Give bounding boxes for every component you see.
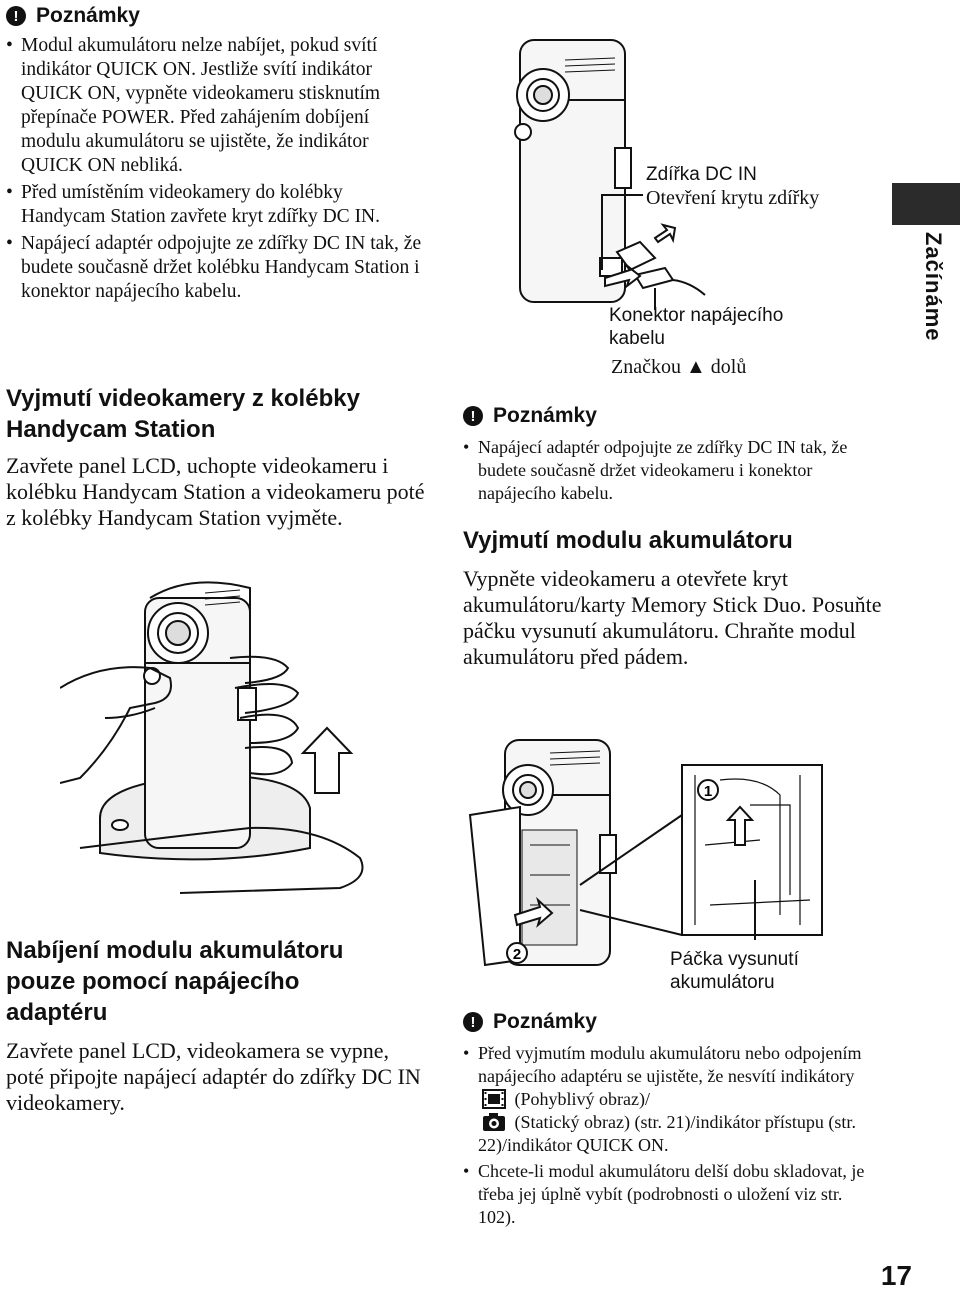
triangle-up-icon: ▲ (685, 356, 706, 378)
list-item: Před vyjmutím modulu akumulátoru nebo od… (463, 1042, 883, 1157)
step-2-marker (506, 942, 528, 964)
section-body: Vypněte videokameru a otevřete kryt akum… (463, 566, 882, 669)
list-item: Modul akumulátoru nelze nabíjet, pokud s… (6, 34, 426, 178)
label-open-cover: Otevření krytu zdířky (646, 187, 820, 209)
section-body: Zavřete panel LCD, videokamera se vypne,… (6, 1038, 421, 1115)
dc-in-illustration (514, 39, 706, 310)
notes-list: Modul akumulátoru nelze nabíjet, pokud s… (6, 34, 426, 304)
section-remove-battery: Vyjmutí modulu akumulátoru Vypněte video… (463, 525, 883, 670)
list-item: Před umístěním videokamery do kolébky Ha… (6, 181, 426, 229)
section-heading: Nabíjení modulu akumulátoru pouze pomocí… (6, 937, 344, 1026)
note-icon: ! (6, 6, 26, 26)
notes-list: Před vyjmutím modulu akumulátoru nebo od… (463, 1042, 883, 1229)
note-icon: ! (463, 406, 483, 426)
notes-heading: ! Poznámky (6, 4, 426, 28)
step-2-label: 2 (513, 946, 521, 963)
list-item: Napájecí adaptér odpojujte ze zdířky DC … (463, 436, 883, 505)
step-1-marker (697, 779, 719, 801)
note-icon: ! (463, 1012, 483, 1032)
section-body: Zavřete panel LCD, uchopte videokameru i… (6, 453, 425, 530)
battery-removal-illustration: 1 2 (468, 739, 823, 967)
left-notes: ! Poznámky Modul akumulátoru nelze nabíj… (6, 4, 426, 307)
label-dc-in: Zdířka DC IN (646, 164, 757, 185)
page-number: 17 (880, 1260, 912, 1291)
section-heading: Vyjmutí modulu akumulátoru (463, 527, 793, 554)
notes-heading: ! Poznámky (463, 404, 883, 428)
movie-icon (482, 1089, 506, 1109)
camera-icon (483, 1113, 505, 1131)
list-item: Napájecí adaptér odpojujte ze zdířky DC … (6, 232, 426, 304)
side-tab-label: Začínáme (921, 232, 946, 342)
camera-station-illustration (60, 581, 364, 894)
section-remove-camera: Vyjmutí videokamery z kolébky Handycam S… (6, 383, 426, 531)
notes-list: Napájecí adaptér odpojujte ze zdířky DC … (463, 436, 883, 505)
right-notes-2: ! Poznámky Před vyjmutím modulu akumulát… (463, 1010, 883, 1232)
step-1-label: 1 (704, 783, 712, 800)
notes-heading: ! Poznámky (463, 1010, 883, 1034)
right-notes-1: ! Poznámky Napájecí adaptér odpojujte ze… (463, 404, 883, 508)
label-connector: Konektor napájecího kabelu (609, 305, 784, 349)
section-charge-adapter: Nabíjení modulu akumulátoru pouze pomocí… (6, 935, 426, 1116)
section-heading: Vyjmutí videokamery z kolébky Handycam S… (6, 385, 360, 443)
label-eject-lever: Páčka vysunutí akumulátoru (670, 949, 799, 993)
label-mark-down: Značkou ▲ dolů (611, 356, 747, 378)
side-tab-marker (892, 183, 960, 225)
list-item: Chcete-li modul akumulátoru delší dobu s… (463, 1160, 883, 1229)
